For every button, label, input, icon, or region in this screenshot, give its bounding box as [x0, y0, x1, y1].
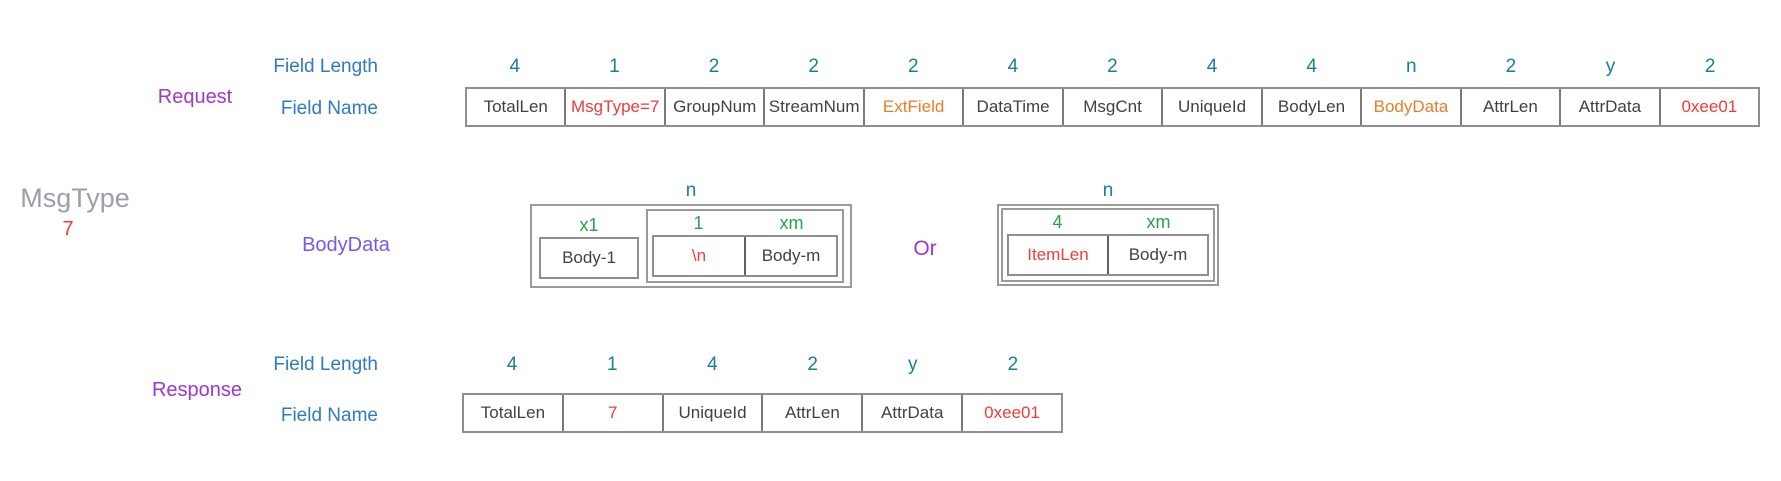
field-cell: GroupNum: [663, 89, 763, 125]
variant2-outer-box: 4 xm ItemLen Body-m: [997, 204, 1219, 286]
field-length-value: 1: [606, 354, 618, 375]
field-length-value: 4: [1306, 56, 1317, 77]
field-cell: \n: [691, 246, 707, 265]
bodydata-variant2: n 4 xm ItemLen Body-m: [997, 180, 1219, 286]
request-length-row: 4 1 2 2 2 4 2 4 4 n 2 y 2: [465, 55, 1760, 79]
field-cell: Body-m: [744, 237, 836, 275]
field-cell: AttrData: [861, 395, 961, 431]
field-length-value: 4: [707, 354, 718, 375]
response-field-length-label: Field Length: [273, 354, 378, 375]
field-cell: MsgCnt: [1061, 89, 1161, 125]
field-length-value: 2: [807, 354, 818, 375]
field-cell: TotalLen: [483, 97, 548, 116]
field-length-value: 2: [907, 56, 919, 77]
field-cell: DataTime: [962, 89, 1061, 125]
field-length-value: 4: [509, 56, 521, 77]
variant2-outer-length: n: [1102, 180, 1114, 201]
sub-length-value: 1: [693, 213, 704, 233]
variant2-repeat-group: 4 xm ItemLen Body-m: [1001, 208, 1215, 282]
field-length-value: y: [908, 354, 918, 375]
field-length-value: 2: [1704, 56, 1716, 77]
request-field-row: TotalLen MsgType=7 GroupNum StreamNum Ex…: [465, 87, 1760, 127]
variant1-outer-box: x1 Body-1 1 xm \n Body-m: [530, 204, 852, 288]
field-cell: MsgType=7: [564, 89, 663, 125]
bodydata-or-label: Or: [913, 237, 937, 260]
field-cell: ItemLen: [1027, 245, 1089, 264]
sub-length-value: 4: [1052, 212, 1063, 232]
field-cell: AttrLen: [1459, 89, 1559, 125]
field-cell: Body-m: [1107, 236, 1207, 274]
response-field-name-label: Field Name: [280, 405, 378, 426]
field-length-value: y: [1605, 56, 1616, 77]
field-cell: ExtField: [862, 89, 962, 125]
field-length-value: 4: [1206, 56, 1218, 77]
field-cell: TotalLen: [480, 403, 546, 422]
field-length-value: 4: [1007, 56, 1019, 77]
request-field-length-label: Field Length: [273, 56, 378, 77]
variant1-repeat-cells: \n Body-m: [652, 235, 838, 277]
field-length-value: n: [1406, 56, 1417, 77]
field-cell: BodyData: [1360, 89, 1459, 125]
variant1-outer-length: n: [685, 180, 697, 201]
field-cell: StreamNum: [763, 89, 862, 125]
field-length-value: 2: [1107, 56, 1118, 77]
sub-length-value: x1: [579, 215, 599, 235]
variant1-repeat-group: 1 xm \n Body-m: [646, 209, 844, 283]
variant2-repeat-cells: ItemLen Body-m: [1007, 234, 1209, 276]
field-length-value: 2: [1505, 56, 1517, 77]
field-cell: AttrData: [1559, 89, 1658, 125]
variant1-first-column: x1 Body-1: [535, 209, 641, 283]
field-cell: BodyLen: [1260, 89, 1360, 125]
response-section-label: Response: [151, 379, 243, 401]
msgtype-note-title: MsgType: [20, 183, 130, 213]
field-length-value: 1: [609, 56, 620, 77]
response-field-row: TotalLen 7 UniqueId AttrLen AttrData 0xe…: [462, 393, 1063, 433]
field-cell: UniqueId: [1161, 89, 1260, 125]
field-cell: 0xee01: [961, 395, 1061, 431]
bodydata-variant1: n x1 Body-1 1 xm \n Body-m: [530, 180, 852, 288]
field-cell: 7: [561, 395, 662, 431]
field-cell: Body-1: [539, 237, 639, 279]
field-cell: UniqueId: [661, 395, 762, 431]
sub-length-value: xm: [779, 213, 804, 233]
msgtype-note: MsgType 7: [18, 183, 132, 241]
variant1-repeat-lengths: 1 xm: [652, 211, 838, 235]
request-section-label: Request: [157, 86, 233, 108]
field-cell: AttrLen: [761, 395, 861, 431]
msgtype-note-value: 7: [62, 218, 74, 240]
field-length-value: 2: [708, 56, 720, 77]
field-cell: 0xee01: [1658, 89, 1758, 125]
field-length-value: 4: [506, 354, 518, 375]
sub-length-value: xm: [1146, 212, 1171, 232]
response-length-row: 4 1 4 2 y 2: [462, 353, 1063, 377]
request-field-name-label: Field Name: [280, 98, 378, 119]
bodydata-section-label: BodyData: [302, 234, 390, 256]
field-length-value: 2: [1007, 354, 1019, 375]
field-length-value: 2: [808, 56, 819, 77]
variant2-repeat-lengths: 4 xm: [1007, 210, 1209, 234]
